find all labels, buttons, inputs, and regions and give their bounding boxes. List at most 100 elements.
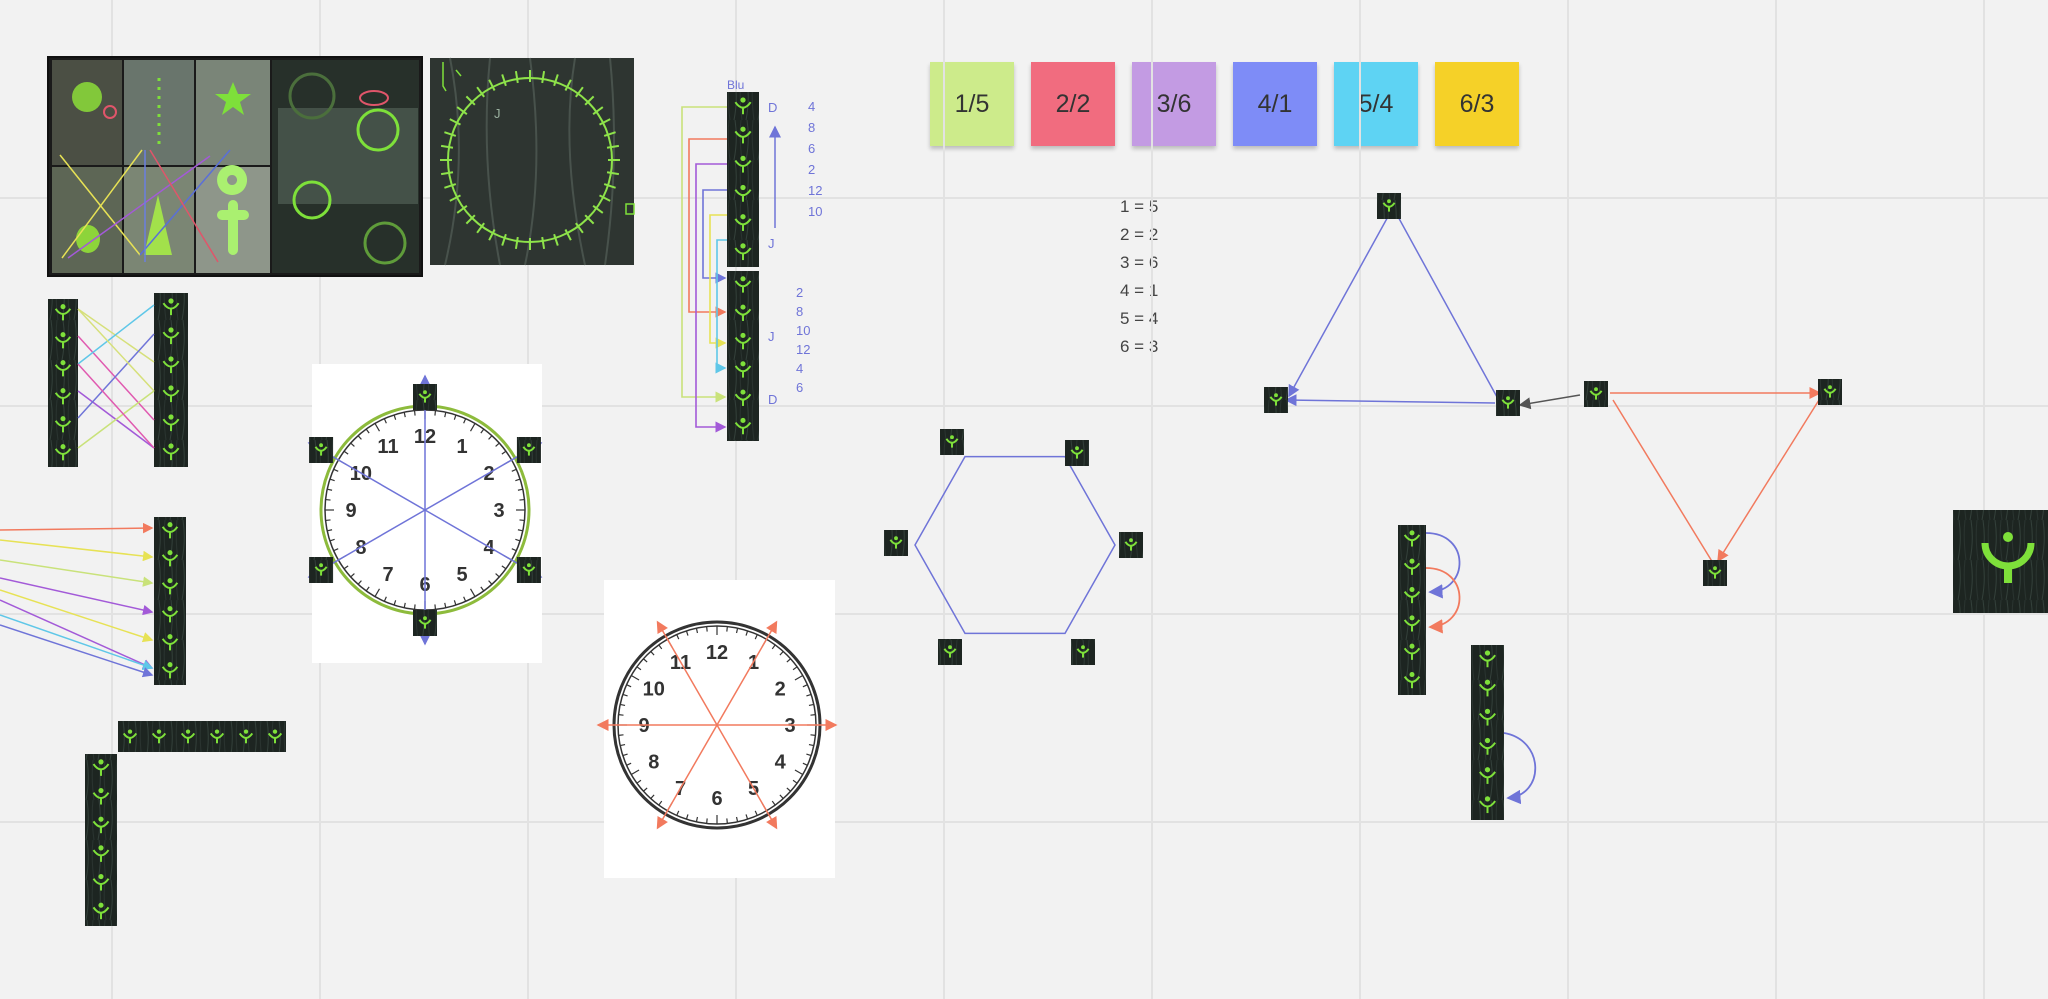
column-number: 2: [796, 285, 803, 300]
sticky-note-4[interactable]: 4/1: [1233, 62, 1317, 146]
clock-tick: [515, 538, 521, 542]
photo-collage[interactable]: [47, 56, 423, 277]
dial-tick: [476, 222, 485, 234]
loop-columns[interactable]: [1398, 525, 1537, 820]
clock-tick: [726, 818, 728, 824]
l-shape-columns[interactable]: [85, 721, 286, 926]
clock-diagram-blue[interactable]: 121234567891011: [307, 364, 543, 663]
fan-arrow: [0, 577, 154, 616]
glyph-icon: [734, 389, 752, 406]
loop-arrow: [1425, 567, 1461, 634]
clock-tick: [786, 787, 791, 792]
glyph-icon: [314, 563, 328, 576]
mapping-line: 1 = 5: [1120, 197, 1159, 216]
glyph-icon: [1382, 199, 1396, 212]
dial-tick: [606, 144, 620, 149]
loop-column: [1471, 645, 1504, 820]
glyph-icon: [54, 388, 72, 405]
column-number: 2: [808, 162, 815, 177]
connection-line: [77, 363, 155, 449]
glyph-icon: [161, 522, 179, 539]
clock-tick: [808, 703, 814, 707]
clock-tick: [706, 626, 708, 632]
dial-tick: [440, 144, 454, 149]
clock-tick: [519, 498, 525, 501]
large-glyph-tile[interactable]: [1953, 510, 2048, 613]
clock-tick: [735, 816, 739, 822]
glyph-icon: [267, 729, 283, 744]
clock-tick: [383, 596, 387, 602]
clock-tick: [658, 644, 663, 650]
mapping-line: 6 = 3: [1120, 337, 1159, 356]
clock-tick: [745, 630, 749, 636]
glyph-icon: [54, 444, 72, 461]
glyph-columns[interactable]: [48, 92, 759, 685]
fan-arrow: [0, 614, 154, 670]
glyph-column: [154, 517, 186, 685]
glyph-icon: [1479, 737, 1496, 755]
loop-column: [1398, 525, 1426, 695]
dial-tick: [444, 131, 457, 137]
hexagon-diagram[interactable]: [884, 429, 1143, 665]
clock-tick: [626, 684, 632, 688]
fan-arrow: [0, 539, 154, 562]
sticky-note-label: 6/3: [1459, 89, 1495, 118]
glyph-icon: [180, 729, 196, 744]
clock-number: 4: [775, 752, 787, 774]
mapping-line: 5 = 4: [1120, 309, 1159, 328]
dial-tick: [488, 79, 496, 91]
triangle-glyph-tile: [1818, 379, 1842, 405]
glyph-icon: [943, 645, 957, 658]
clock-number: 2: [775, 679, 786, 701]
clock-tick: [802, 684, 808, 688]
fan-arrow: [0, 624, 154, 678]
clock-tick: [501, 565, 507, 570]
connection-line: [77, 390, 155, 449]
sticky-note-5[interactable]: 5/4: [1334, 62, 1418, 146]
clock-tick: [806, 693, 812, 697]
dial-tick: [440, 171, 454, 176]
triangle-edge: [1288, 212, 1391, 398]
clock-tick: [343, 565, 349, 570]
clock-tick: [495, 442, 500, 447]
glyph-icon: [162, 356, 180, 374]
glyph-column: [154, 293, 188, 467]
sticky-note-2[interactable]: 2/2: [1031, 62, 1115, 146]
clock-tick: [706, 818, 708, 824]
clock-tick: [519, 519, 525, 522]
bracket-line: [702, 189, 727, 284]
hexagon-glyph-tile: [1065, 440, 1089, 466]
glyph-icon: [734, 361, 752, 378]
dial-tick: [541, 236, 546, 250]
dial-tick: [564, 229, 572, 241]
clock-diagram-red[interactable]: 121234567891011: [596, 580, 838, 878]
mapping-list[interactable]: 1 = 5 2 = 2 3 = 6 4 = 1 5 = 4 6 = 3: [1120, 193, 1158, 361]
clock-tick: [658, 800, 663, 806]
glyph-icon: [1403, 558, 1421, 575]
sticky-note-label: 2/2: [1055, 89, 1091, 118]
clock-number: 6: [711, 788, 722, 810]
clock-tick: [488, 580, 493, 585]
sticky-note-6[interactable]: 6/3: [1435, 62, 1519, 146]
column-number: 12: [796, 342, 810, 357]
clock-tick: [333, 548, 339, 552]
glyph-column: [727, 271, 759, 441]
clock-tick: [754, 634, 758, 640]
glyph-icon: [734, 184, 752, 202]
clock-tick: [794, 769, 804, 776]
fan-arrow: [0, 589, 154, 643]
sticky-note-3[interactable]: 3/6: [1132, 62, 1216, 146]
clock-tick: [393, 414, 397, 420]
connection-line: [77, 308, 155, 363]
clock-tick: [329, 478, 335, 482]
glyph-icon: [1479, 767, 1496, 784]
dial-tick: [599, 194, 611, 202]
rotary-dial-photo[interactable]: J: [430, 57, 635, 266]
dial-tick: [603, 183, 616, 189]
glyph-icon: [945, 435, 959, 448]
clock-tick: [374, 423, 381, 432]
triangle-diagrams[interactable]: [1264, 193, 1842, 586]
dial-tick: [584, 214, 595, 225]
